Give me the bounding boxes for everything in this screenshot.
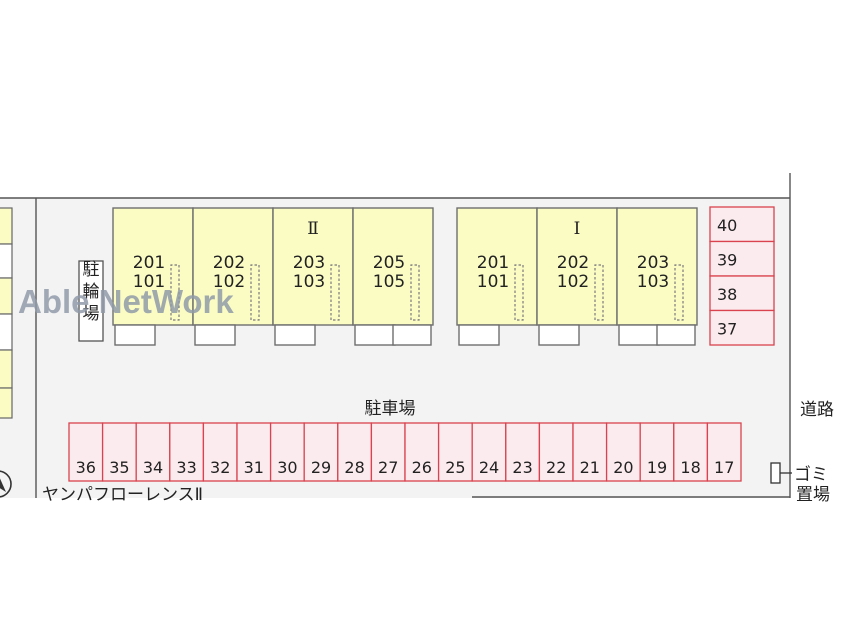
parking-space: 39 — [709, 240, 775, 277]
buildings: 201101202102203103205105Ⅱ201101202102203… — [112, 207, 698, 346]
neighbor-name: ヤンパフローレンスⅡ — [42, 485, 203, 505]
unit-number-upper: 205 — [373, 253, 405, 273]
parking-space-number: 38 — [717, 285, 737, 304]
parking-space: 33 — [169, 422, 205, 482]
parking-space: 17 — [706, 422, 742, 482]
parking-space-number: 19 — [647, 458, 667, 477]
parking-space: 40 — [709, 206, 775, 243]
parking-space-number: 33 — [176, 458, 196, 477]
parking-space-number: 20 — [613, 458, 633, 477]
parking-space: 20 — [605, 422, 641, 482]
parking-space-number: 37 — [717, 320, 737, 339]
parking-space-number: 31 — [244, 458, 264, 477]
parking-space-number: 29 — [311, 458, 331, 477]
parking-space-number: 39 — [717, 251, 737, 270]
parking-space: 37 — [709, 309, 775, 346]
parking-space-number: 22 — [546, 458, 566, 477]
parking-space-number: 34 — [143, 458, 163, 477]
unit-number-lower: 101 — [477, 272, 509, 292]
unit-number-lower: 103 — [293, 272, 325, 292]
unit-number-upper: 202 — [557, 253, 589, 273]
parking-space-number: 17 — [714, 458, 734, 477]
parking-space-number: 25 — [445, 458, 465, 477]
north-arrow-icon — [0, 470, 12, 498]
parking-space: 38 — [709, 275, 775, 312]
parking-space: 27 — [370, 422, 406, 482]
unit-number-lower: 101 — [133, 272, 165, 292]
garbage-label: ゴミ置場 — [794, 464, 830, 505]
parking-space: 25 — [437, 422, 473, 482]
parking-space: 29 — [303, 422, 339, 482]
unit-number-upper: 201 — [477, 253, 509, 273]
unit-number-upper: 203 — [637, 253, 669, 273]
parking-space-number: 30 — [277, 458, 297, 477]
road-label: 道路 — [800, 400, 834, 420]
unit-number-upper: 202 — [213, 253, 245, 273]
parking-space: 32 — [202, 422, 238, 482]
parking-space: 18 — [673, 422, 709, 482]
parking-space-number: 40 — [717, 216, 737, 235]
parking-space-number: 23 — [512, 458, 532, 477]
parking-space: 23 — [505, 422, 541, 482]
parking-space: 22 — [538, 422, 574, 482]
parking-space: 19 — [639, 422, 675, 482]
unit-number-lower: 102 — [557, 272, 589, 292]
parking-space-number: 32 — [210, 458, 230, 477]
parking-space: 30 — [269, 422, 305, 482]
unit-number-lower: 102 — [213, 272, 245, 292]
parking-space-number: 35 — [109, 458, 129, 477]
bicycle-parking: 駐輪場 — [78, 260, 104, 342]
parking-space: 24 — [471, 422, 507, 482]
parking-space-number: 27 — [378, 458, 398, 477]
parking-space: 21 — [572, 422, 608, 482]
unit-number-lower: 105 — [373, 272, 405, 292]
watermark: Able NetWork — [18, 283, 234, 320]
unit-number-lower: 103 — [637, 272, 669, 292]
parking-space: 31 — [236, 422, 272, 482]
neighbor-building — [0, 207, 13, 419]
parking-space-number: 26 — [412, 458, 432, 477]
parking-space: 26 — [404, 422, 440, 482]
parking-space-number: 21 — [580, 458, 600, 477]
building-label: Ⅰ — [574, 219, 581, 239]
bicycle-parking-label: 駐輪場 — [83, 260, 100, 324]
parking-space-number: 24 — [479, 458, 499, 477]
garbage-station: ゴミ置場 — [770, 462, 830, 505]
unit-number-upper: 203 — [293, 253, 325, 273]
parking-bottom-row: 36 35 34 33 32 31 30 29 28 27 26 25 24 23 22 21 20 19 18 17 — [68, 422, 742, 482]
building-label: Ⅱ — [307, 219, 319, 239]
parking-right-column: 40 39 38 37 — [709, 206, 775, 346]
parking-space-number: 28 — [344, 458, 364, 477]
unit-number-upper: 201 — [133, 253, 165, 273]
parking-space: 34 — [135, 422, 171, 482]
parking-space-number: 18 — [680, 458, 700, 477]
parking-space: 28 — [337, 422, 373, 482]
parking-space-number: 36 — [76, 458, 96, 477]
parking-space: 36 — [68, 422, 104, 482]
parking-space: 35 — [101, 422, 137, 482]
parking-lot-label: 駐車場 — [365, 399, 416, 419]
